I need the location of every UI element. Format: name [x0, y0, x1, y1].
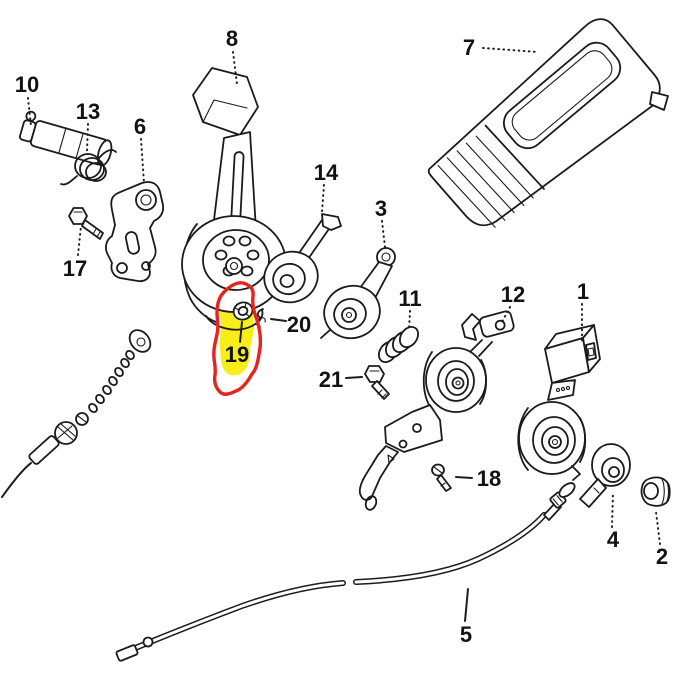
leader-line-2	[655, 511, 661, 545]
part-callout-20: 20	[287, 312, 311, 337]
part-4-grommet	[579, 443, 631, 508]
leader-line-5	[464, 588, 469, 622]
leader-line-17	[77, 225, 82, 256]
part-callout-4: 4	[607, 527, 620, 552]
part-callout-12: 12	[501, 282, 525, 307]
leader-line-7	[482, 47, 539, 53]
part-8-throttle-lever	[181, 67, 287, 331]
part-callout-18: 18	[477, 466, 501, 491]
part-callout-1: 1	[577, 279, 589, 304]
part-callout-21: 21	[319, 367, 343, 392]
part-10-cylinder	[18, 110, 113, 167]
part-callout-11: 11	[398, 286, 421, 311]
part-callout-17: 17	[63, 256, 87, 281]
part-callout-2: 2	[656, 544, 668, 569]
part-21-bolt	[364, 365, 390, 400]
leader-line-3	[381, 220, 386, 248]
part-callout-3: 3	[375, 196, 387, 221]
leader-line-10	[27, 97, 32, 127]
part-callout-7: 7	[463, 35, 475, 60]
part-18-screw	[431, 463, 452, 492]
leader-line-20	[270, 318, 287, 322]
part-callout-6: 6	[134, 114, 146, 139]
leader-line-21	[345, 376, 363, 379]
part-3-arm	[320, 247, 396, 340]
part-callout-19: 19	[225, 342, 249, 367]
leader-line-11	[408, 310, 411, 331]
leader-line-13	[86, 123, 89, 153]
part-callout-14: 14	[314, 160, 339, 185]
part-19-nut	[232, 301, 254, 321]
part-12-bracket-assembly	[358, 310, 515, 511]
leader-line-6	[140, 138, 145, 184]
throttle-cable-upper	[1, 329, 152, 498]
part-callout-13: 13	[76, 99, 100, 124]
part-callout-10: 10	[15, 72, 39, 97]
part-2-bushing	[640, 476, 671, 507]
part-14-lever	[263, 213, 342, 304]
part-7-cover	[427, 18, 669, 228]
highlight-marker-outline	[212, 281, 263, 396]
part-11-spring	[378, 325, 419, 364]
leader-line-4	[611, 491, 614, 528]
leader-line-14	[321, 184, 325, 213]
leader-line-8	[232, 51, 238, 85]
callout-layer: 8 7 10 13 6 17 14 3 11 12 1 20 19 21 18 4 2 5	[15, 26, 668, 647]
part-17-bolt	[68, 207, 104, 240]
leader-line-18	[455, 476, 473, 479]
part-6-bracket	[105, 181, 165, 283]
part-1-control-lever	[517, 324, 601, 481]
part-callout-8: 8	[226, 26, 238, 51]
part-callout-5: 5	[460, 622, 472, 647]
part-5-cable	[115, 482, 576, 662]
cover-tab	[649, 91, 669, 111]
part-13-spring	[60, 149, 117, 186]
leader-line-19	[239, 321, 243, 343]
